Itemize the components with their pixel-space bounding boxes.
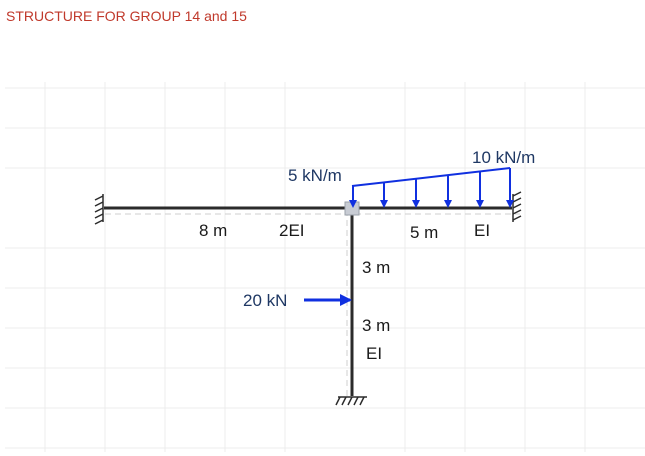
- background-grid: [5, 82, 645, 452]
- load-top-line: [351, 167, 511, 187]
- column-upper-length-label: 3 m: [362, 258, 390, 277]
- fixed-support-hatch-icon: [512, 191, 522, 222]
- left-span-stiffness-label: 2EI: [279, 221, 305, 240]
- column-lower-length-label: 3 m: [362, 316, 390, 335]
- fixed-support-hatch-icon: [335, 396, 367, 406]
- point-load-label: 20 kN: [243, 291, 287, 310]
- fixed-support-hatch-icon: [94, 194, 104, 225]
- udl-left-label: 5 kN/m: [288, 166, 342, 185]
- udl-right-label: 10 kN/m: [472, 148, 535, 167]
- page-title: STRUCTURE FOR GROUP 14 and 15: [6, 8, 247, 24]
- distributed-load: [349, 167, 514, 208]
- right-span-length-label: 5 m: [410, 223, 438, 242]
- right-span-stiffness-label: EI: [474, 221, 490, 240]
- column-stiffness-label: EI: [366, 344, 382, 363]
- left-span-length-label: 8 m: [199, 221, 227, 240]
